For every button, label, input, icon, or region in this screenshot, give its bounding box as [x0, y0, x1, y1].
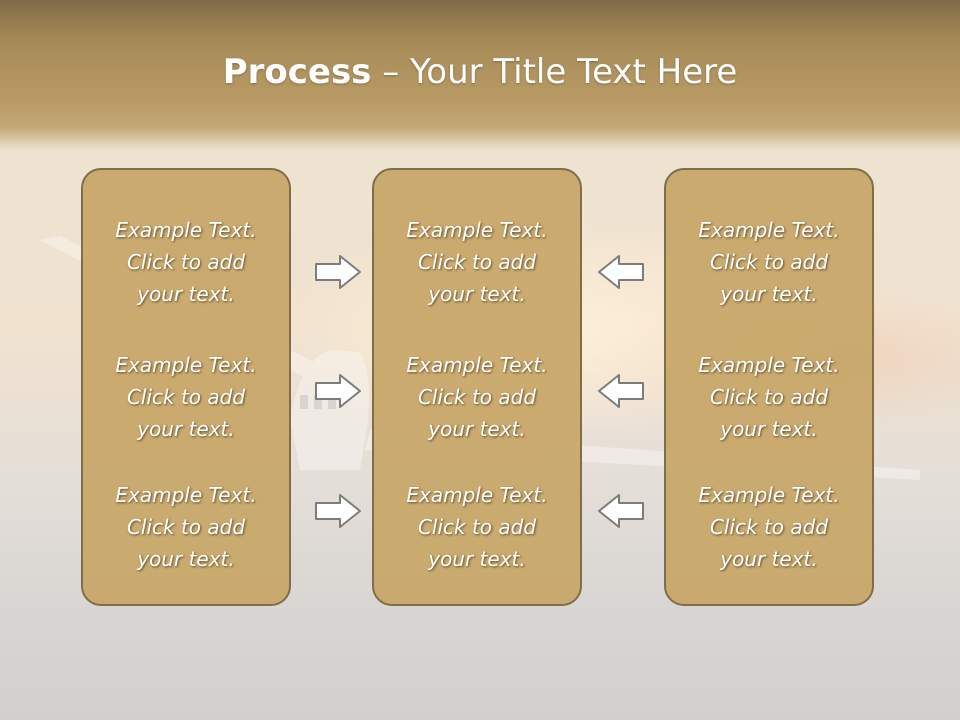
- text-line: Example Text.: [115, 483, 257, 507]
- text-line: your text.: [720, 417, 818, 441]
- text-line: Example Text.: [115, 218, 257, 242]
- arrow-right-icon[interactable]: [314, 254, 362, 290]
- text-line: your text.: [428, 282, 526, 306]
- text-line: Example Text.: [698, 353, 840, 377]
- text-line: your text.: [428, 547, 526, 571]
- text-line: your text.: [720, 547, 818, 571]
- text-item[interactable]: Example Text. Click to add your text.: [374, 479, 580, 575]
- text-line: Click to add: [709, 515, 829, 539]
- text-line: Click to add: [126, 515, 246, 539]
- arrow-right-icon[interactable]: [314, 373, 362, 409]
- text-line: Example Text.: [406, 353, 548, 377]
- text-item[interactable]: Example Text. Click to add your text.: [666, 349, 872, 445]
- title-band: [0, 0, 960, 150]
- arrow-left-icon[interactable]: [597, 373, 645, 409]
- text-line: Click to add: [709, 385, 829, 409]
- arrow-left-icon[interactable]: [597, 254, 645, 290]
- text-line: Click to add: [417, 515, 537, 539]
- text-line: Click to add: [709, 250, 829, 274]
- text-line: Example Text.: [698, 218, 840, 242]
- text-line: Click to add: [417, 385, 537, 409]
- text-line: Example Text.: [406, 218, 548, 242]
- text-line: Click to add: [417, 250, 537, 274]
- text-line: your text.: [720, 282, 818, 306]
- arrow-right-icon[interactable]: [314, 493, 362, 529]
- text-item[interactable]: Example Text. Click to add your text.: [374, 214, 580, 310]
- text-line: your text.: [137, 417, 235, 441]
- title-bold: Process: [222, 52, 372, 92]
- text-line: Click to add: [126, 250, 246, 274]
- text-item[interactable]: Example Text. Click to add your text.: [666, 214, 872, 310]
- text-line: Example Text.: [115, 353, 257, 377]
- text-line: Example Text.: [698, 483, 840, 507]
- column-right[interactable]: Example Text. Click to add your text. Ex…: [664, 168, 874, 606]
- text-item[interactable]: Example Text. Click to add your text.: [374, 349, 580, 445]
- text-line: Example Text.: [406, 483, 548, 507]
- text-line: Click to add: [126, 385, 246, 409]
- column-left[interactable]: Example Text. Click to add your text. Ex…: [81, 168, 291, 606]
- arrow-left-icon[interactable]: [597, 493, 645, 529]
- text-line: your text.: [137, 547, 235, 571]
- column-center[interactable]: Example Text. Click to add your text. Ex…: [372, 168, 582, 606]
- text-line: your text.: [428, 417, 526, 441]
- title-rest: – Your Title Text Here: [371, 52, 738, 92]
- text-item[interactable]: Example Text. Click to add your text.: [666, 479, 872, 575]
- text-line: your text.: [137, 282, 235, 306]
- text-item[interactable]: Example Text. Click to add your text.: [83, 479, 289, 575]
- text-item[interactable]: Example Text. Click to add your text.: [83, 349, 289, 445]
- text-item[interactable]: Example Text. Click to add your text.: [83, 214, 289, 310]
- slide-title[interactable]: Process – Your Title Text Here: [0, 52, 960, 92]
